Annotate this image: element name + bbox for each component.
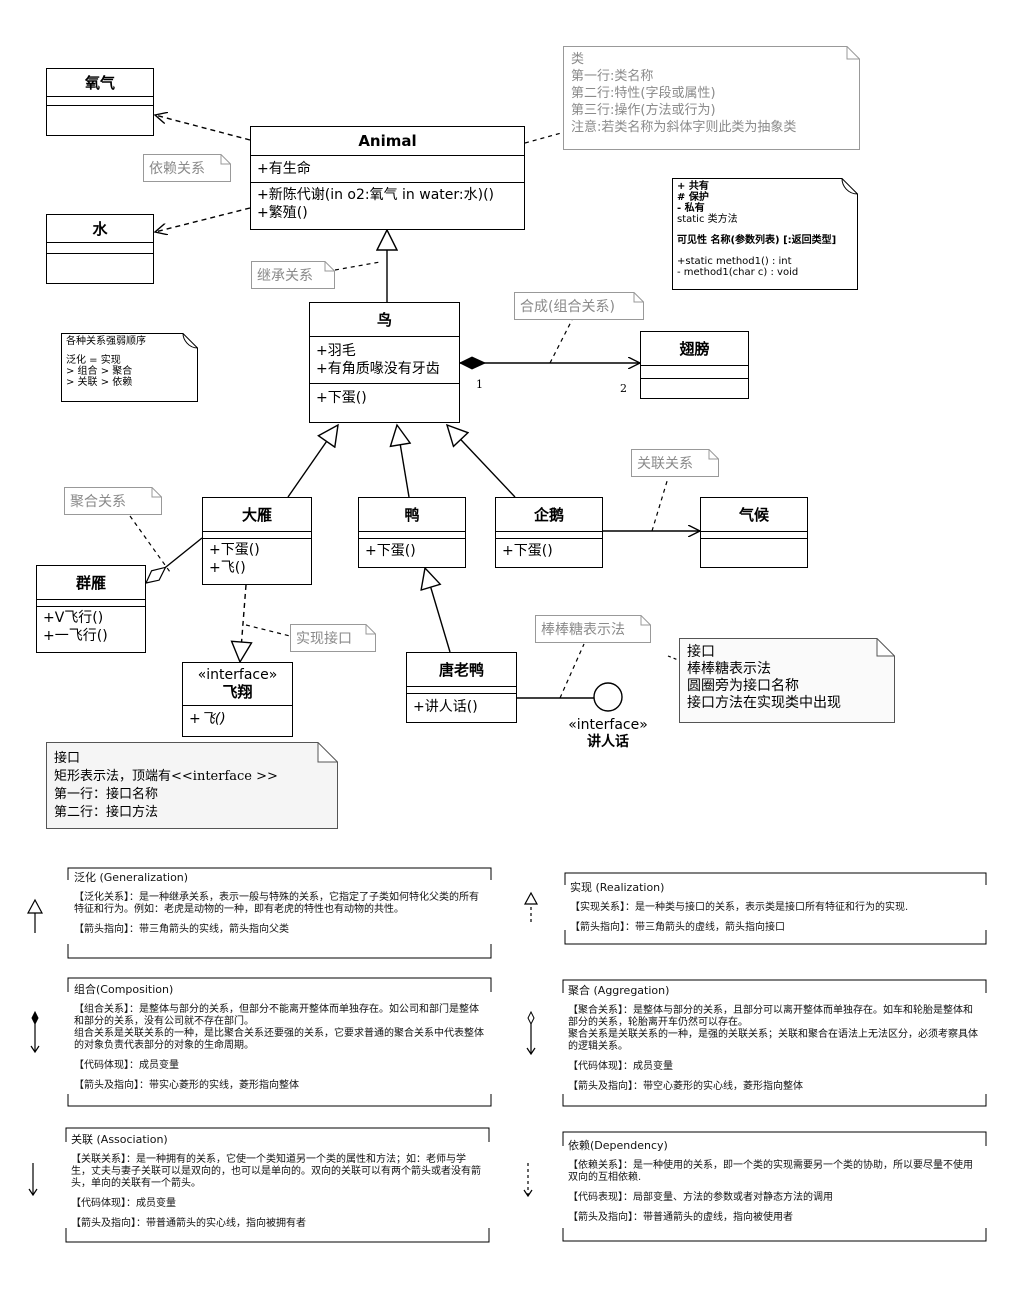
dependency-icon [523,1163,533,1198]
class-operations: +讲人话() [413,699,478,715]
interface-fly: «interface» 飞翔 +飞() [182,662,293,737]
lollipop-circle [593,682,623,712]
aggregation-icon [526,1010,536,1056]
class-operations: +下蛋() +飞() [209,542,260,576]
label-aggregation: 聚合关系 [64,487,162,515]
dep-line-oxygen [155,115,251,141]
label-dependency: 依赖关系 [143,154,231,182]
class-oxygen: 氧气 [46,68,154,136]
class-animal: Animal +有生命 +新陈代谢(in o2:氧气 in water:水)()… [250,126,525,230]
class-name: 水 [47,215,153,243]
legend-aggregation: 聚合 (Aggregation) 【聚合关系】：是整体与部分的关系，且部分可以离… [568,984,978,1093]
class-name: 群雁 [37,566,145,600]
note-lollipop: 接口 棒棒糖表示法 圆圈旁为接口名称 接口方法在实现类中出现 [679,638,895,723]
class-flock: 群雁 +V飞行() +一飞行() [36,565,146,653]
label-lollipop: 棒棒糖表示法 [535,615,651,643]
class-operations: +V飞行() +一飞行() [43,610,108,644]
class-bird: 鸟 +羽毛 +有角质喙没有牙齿 +下蛋() [309,302,460,423]
aggregation-line [146,537,203,583]
class-name: 唐老鸭 [407,653,516,687]
association-icon [28,1163,38,1197]
interface-speak-label: «interface» 讲人话 [568,717,648,750]
generalization-icon [26,898,44,933]
class-operations: +下蛋() [502,543,553,559]
realization-line [240,584,246,662]
class-tang-duck: 唐老鸭 +讲人话() [406,652,517,723]
class-name: 鸭 [359,498,465,532]
class-operations: +下蛋() [316,390,367,406]
class-name: 氧气 [47,69,153,97]
class-name: «interface» 飞翔 [183,663,292,706]
class-name: 鸟 [310,303,459,337]
composition-icon [30,1010,40,1054]
class-name: 气候 [701,498,807,532]
class-operations: +飞() [189,711,226,727]
label-composition: 合成(组合关系) [514,292,644,320]
realization-icon [523,891,539,922]
class-climate: 气候 [700,497,808,568]
note-interface-rect: 接口 矩形表示法，顶端有<<interface >> 第一行：接口名称 第二行：… [46,742,338,829]
note-relationship-strength: 各种关系强弱顺序 泛化 = 实现 > 组合 > 聚合 > 关联 > 依赖 [61,333,198,402]
label-inheritance: 继承关系 [251,261,335,289]
class-penguin: 企鹅 +下蛋() [495,497,603,568]
class-operations: +下蛋() [365,543,416,559]
legend-generalization: 泛化 (Generalization) 【泛化关系】：是一种继承关系，表示一般与… [74,871,479,936]
label-realization: 实现接口 [290,624,376,652]
multiplicity-1: 1 [476,378,483,391]
class-goose: 大雁 +下蛋() +飞() [202,497,312,585]
class-wing: 翅膀 [640,331,749,399]
dep-line-water [155,207,251,232]
class-water: 水 [46,214,154,284]
legend-dependency: 依赖(Dependency) 【依赖关系】：是一种使用的关系，即一个类的实现需要… [568,1139,973,1224]
legend-association: 关联 (Association) 【关联关系】：是一种拥有的关系，它使一个类知道… [71,1133,481,1230]
legend-realization: 实现 (Realization) 【实现关系】：是一种类与接口的关系，表示类是接… [570,881,909,934]
label-association: 关联关系 [631,449,719,477]
class-name: Animal [251,127,524,156]
class-name: 企鹅 [496,498,602,532]
class-name: 翅膀 [641,332,748,366]
multiplicity-2: 2 [620,382,627,395]
note-class-description: 类 第一行:类名称 第二行:特性(字段或属性) 第三行:操作(方法或行为) 注意… [563,46,860,150]
class-attributes: +有生命 [251,156,524,183]
class-attributes: +羽毛 +有角质喙没有牙齿 [310,337,459,384]
class-name: 大雁 [203,498,311,532]
legend-composition: 组合(Composition) 【组合关系】：是整体与部分的关系，但部分不能离开… [74,983,484,1092]
note-visibility: + 共有 # 保护 - 私有 static 类方法 可见性 名称(参数列表) [… [672,178,858,290]
class-duck: 鸭 +下蛋() [358,497,466,568]
class-operations: +新陈代谢(in o2:氧气 in water:水)() +繁殖() [257,187,495,221]
